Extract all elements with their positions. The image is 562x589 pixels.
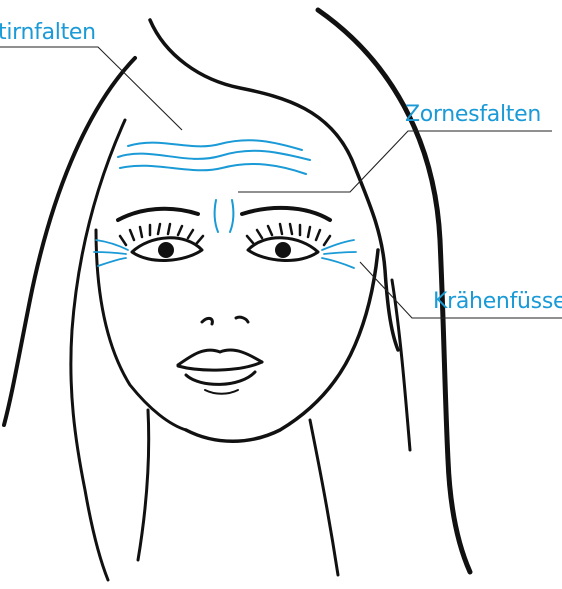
- crowsfeet-right: [322, 240, 356, 268]
- eyebrow-left: [118, 209, 198, 220]
- hair-inner-left: [71, 120, 125, 580]
- frown-lines: [215, 200, 234, 232]
- jaw: [186, 250, 378, 441]
- nose: [202, 317, 248, 324]
- eye-left: [120, 224, 203, 260]
- forehead-wrinkles: [118, 140, 310, 174]
- leader-frown: [238, 131, 552, 192]
- label-forehead-wrinkles: tirnfalten: [0, 22, 96, 44]
- neck-left: [138, 410, 149, 560]
- label-frown-lines: Zornesfalten: [405, 104, 541, 126]
- label-crows-feet: Krähenfüsse: [433, 291, 562, 313]
- eyebrow-right: [242, 208, 330, 220]
- hair-top: [150, 20, 398, 350]
- neck-right: [310, 420, 338, 575]
- eye-right: [247, 224, 330, 260]
- lips: [178, 350, 262, 394]
- crowsfeet-left: [94, 240, 128, 266]
